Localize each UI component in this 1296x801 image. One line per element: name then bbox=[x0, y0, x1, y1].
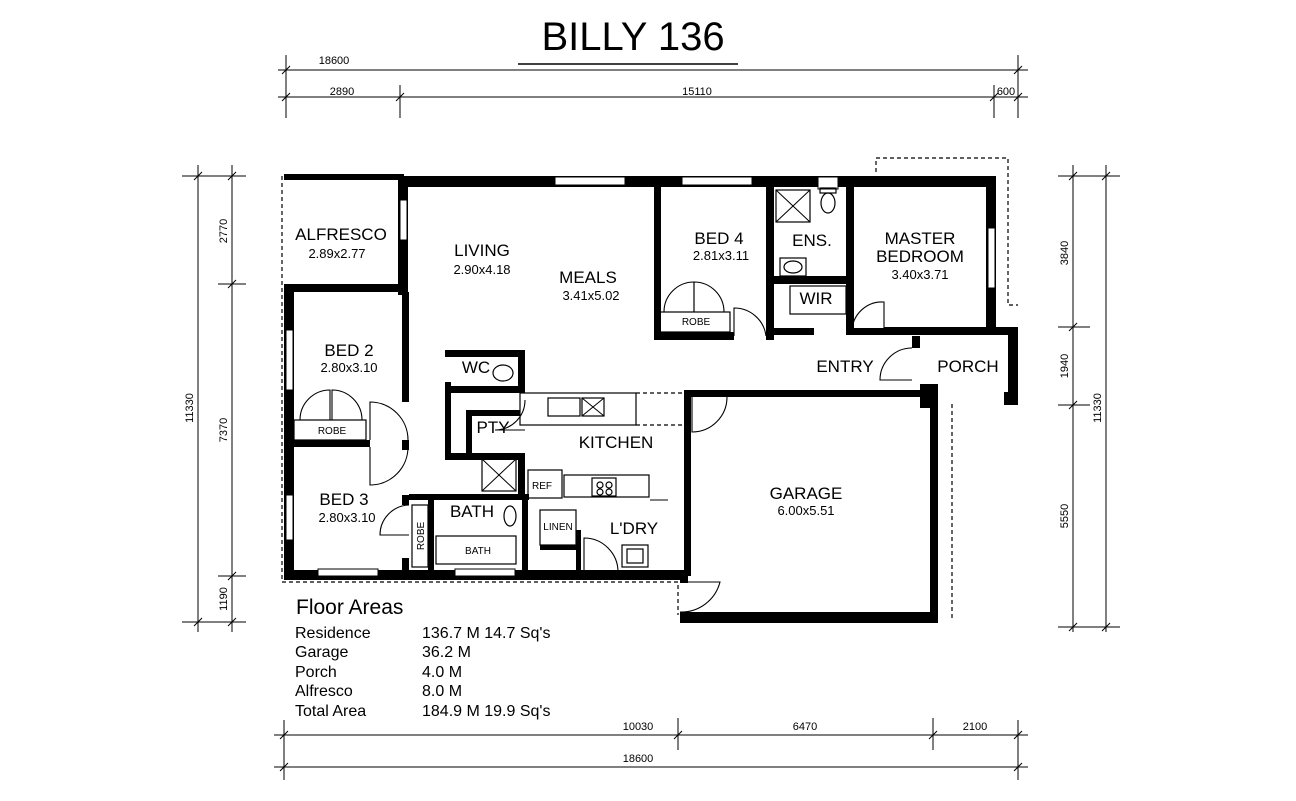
floor-areas-title: Floor Areas bbox=[296, 596, 403, 619]
plan-title: BILLY 136 bbox=[541, 15, 724, 59]
size-bed2: 2.80x3.10 bbox=[320, 360, 377, 375]
dim-top-overall: 18600 bbox=[319, 55, 350, 67]
label-master-line1: MASTER bbox=[885, 229, 956, 248]
dim-top-left: 2890 bbox=[330, 86, 354, 98]
left-dimension-lines bbox=[182, 165, 246, 632]
floor-area-label: Garage bbox=[295, 644, 348, 661]
label-alfresco: ALFRESCO bbox=[295, 225, 387, 244]
floor-area-label: Alfresco bbox=[295, 683, 353, 700]
size-alfresco: 2.89x2.77 bbox=[308, 246, 365, 261]
size-bed4: 2.81x3.11 bbox=[693, 248, 749, 263]
floor-area-label: Residence bbox=[295, 625, 371, 642]
label-bath: BATH bbox=[450, 502, 494, 521]
label-bed3: BED 3 bbox=[319, 490, 368, 509]
label-kitchen: KITCHEN bbox=[579, 433, 654, 452]
fixtures bbox=[293, 187, 847, 568]
label-bed2: BED 2 bbox=[324, 341, 373, 360]
floor-area-value: 8.0 M bbox=[422, 683, 462, 700]
label-bath-tub: BATH bbox=[465, 546, 491, 557]
dim-right-bottom: 5550 bbox=[1059, 504, 1071, 528]
label-master-line2: BEDROOM bbox=[876, 247, 964, 266]
dim-top-mid: 15110 bbox=[682, 86, 712, 98]
label-wir: WIR bbox=[799, 289, 832, 308]
label-bed4: BED 4 bbox=[694, 229, 743, 248]
dim-bottom-mid: 6470 bbox=[793, 721, 817, 733]
label-living: LIVING bbox=[454, 241, 510, 260]
dim-right-overall: 11330 bbox=[1092, 393, 1104, 423]
label-robe-bed2: ROBE bbox=[318, 426, 347, 437]
floor-area-value: 36.2 M bbox=[422, 644, 471, 661]
size-meals: 3.41x5.02 bbox=[562, 288, 619, 303]
label-ldry: L'DRY bbox=[610, 519, 658, 538]
right-dimension-lines bbox=[1058, 165, 1120, 632]
label-entry: ENTRY bbox=[816, 357, 873, 376]
label-ref: REF bbox=[532, 481, 552, 492]
top-dimension-lines bbox=[278, 55, 1028, 118]
label-linen: LINEN bbox=[543, 522, 572, 533]
label-ens: ENS. bbox=[792, 231, 832, 250]
room-labels: ALFRESCO 2.89x2.77 LIVING 2.90x4.18 MEAL… bbox=[295, 225, 999, 557]
dim-left-overall: 11330 bbox=[184, 393, 196, 423]
label-robe-bed3: ROBE bbox=[416, 522, 427, 551]
dim-right-top: 3840 bbox=[1059, 241, 1071, 265]
bottom-dimension-lines bbox=[274, 718, 1028, 780]
floor-area-value: 184.9 M 19.9 Sq's bbox=[422, 703, 550, 720]
dim-bottom-left: 10030 bbox=[623, 721, 654, 733]
size-master: 3.40x3.71 bbox=[891, 267, 948, 282]
dim-bottom-right: 2100 bbox=[963, 721, 987, 733]
label-pty: PTY bbox=[476, 418, 509, 437]
floor-area-label: Total Area bbox=[295, 703, 366, 720]
dim-right-mid: 1940 bbox=[1059, 354, 1071, 378]
label-wc: WC bbox=[462, 358, 490, 377]
windows bbox=[285, 176, 996, 577]
robe-bed3-box bbox=[411, 504, 429, 568]
size-living: 2.90x4.18 bbox=[453, 262, 510, 277]
floor-areas-table: Floor Areas Residence 136.7 M 14.7 Sq's … bbox=[295, 596, 550, 720]
size-bed3: 2.80x3.10 bbox=[318, 510, 375, 525]
dim-left-mid: 7370 bbox=[218, 418, 230, 442]
size-garage: 6.00x5.51 bbox=[777, 503, 834, 518]
floor-area-value: 136.7 M 14.7 Sq's bbox=[422, 625, 550, 642]
floor-area-label: Porch bbox=[295, 664, 337, 681]
label-robe-bed4: ROBE bbox=[682, 317, 711, 328]
label-meals: MEALS bbox=[559, 268, 617, 287]
dim-bottom-overall: 18600 bbox=[623, 753, 654, 765]
dim-top-right: 600 bbox=[997, 86, 1015, 98]
doors bbox=[369, 301, 913, 613]
label-garage: GARAGE bbox=[770, 484, 843, 503]
dim-left-bottom: 1190 bbox=[218, 587, 230, 611]
roof-outline bbox=[281, 157, 1018, 620]
floor-area-value: 4.0 M bbox=[422, 664, 462, 681]
dim-left-top: 2770 bbox=[218, 219, 230, 243]
label-porch: PORCH bbox=[937, 357, 998, 376]
